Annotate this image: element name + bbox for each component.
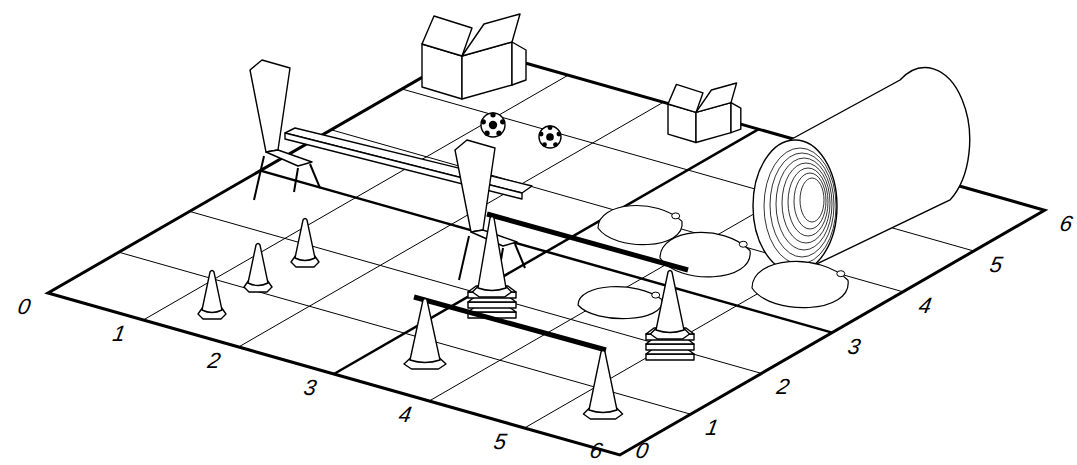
- grid-border: [48, 48, 1045, 455]
- chair-back: [455, 140, 495, 232]
- box-flap: [668, 84, 703, 112]
- traffic-cone: [583, 351, 622, 420]
- cone-body: [295, 219, 315, 261]
- ball-patch: [546, 133, 554, 141]
- bean-bag: [660, 232, 750, 276]
- cardboard-box: [668, 83, 741, 143]
- ball-patch: [490, 112, 495, 117]
- hurdle-bar: [487, 214, 688, 270]
- ball-patch: [481, 119, 486, 124]
- bench-plank: [285, 128, 532, 193]
- traffic-cone: [291, 219, 319, 268]
- bag-body: [660, 232, 750, 276]
- tunnel-ring: [788, 168, 828, 236]
- cone-plate-edge: [468, 302, 516, 308]
- tunnel-mouth: [753, 140, 837, 272]
- bag-tie: [652, 292, 660, 298]
- bag-tie: [837, 271, 845, 277]
- play-tunnel: [753, 68, 970, 272]
- cone-body: [410, 299, 440, 363]
- ball-patch: [496, 131, 501, 136]
- y-axis-number: 5: [988, 254, 1004, 276]
- bag-body: [598, 206, 682, 245]
- tunnel-ring: [764, 148, 836, 264]
- grid-line: [260, 171, 832, 333]
- x-axis-number: 1: [111, 323, 127, 345]
- ball-outline: [539, 126, 561, 148]
- chair-leg: [515, 244, 525, 268]
- tunnel-ring: [794, 173, 826, 229]
- chair-leg: [294, 168, 298, 192]
- cone-body: [478, 217, 506, 291]
- cone-body: [589, 351, 617, 413]
- y-axis-number: 3: [846, 336, 862, 358]
- ball-patch: [548, 125, 553, 130]
- ball-patch: [500, 119, 505, 124]
- chair-seat: [266, 150, 312, 166]
- y-axis-number: 0: [634, 440, 650, 462]
- x-axis-number: 0: [16, 296, 32, 318]
- floor-grid: [48, 48, 1045, 455]
- hurdle-bar: [414, 297, 606, 350]
- x-axis-number: 6: [588, 440, 604, 462]
- y-axis-number: 4: [917, 295, 933, 317]
- tunnel-ring: [776, 158, 832, 250]
- box-flap: [731, 103, 741, 133]
- box-flap: [512, 42, 526, 85]
- y-axis-number: 1: [705, 417, 721, 439]
- y-axis-number: 6: [1059, 213, 1075, 235]
- traffic-cone: [646, 271, 694, 361]
- bean-bag: [578, 287, 662, 319]
- x-axis-number: 2: [207, 350, 223, 372]
- cone-body: [248, 244, 268, 286]
- chair-leg: [459, 236, 469, 280]
- y-axis-number: 2: [775, 376, 791, 398]
- ball-patch: [484, 131, 489, 136]
- bean-bag: [752, 261, 848, 307]
- bag-body: [578, 287, 662, 319]
- bag-tie: [739, 241, 747, 247]
- ball-patch: [553, 142, 558, 147]
- soccer-ball: [481, 112, 506, 137]
- traffic-cone: [244, 244, 272, 293]
- chair-leg: [310, 164, 320, 188]
- bean-bag: [598, 206, 682, 245]
- ball-outline: [481, 113, 505, 137]
- x-axis-number: 3: [302, 377, 318, 399]
- chair-back: [250, 60, 290, 152]
- ball-patch: [556, 132, 561, 137]
- ball-patch: [539, 132, 544, 137]
- soccer-ball: [539, 125, 562, 148]
- cone-body: [202, 271, 222, 313]
- traffic-cone: [404, 299, 446, 370]
- x-axis-number: 4: [397, 404, 413, 426]
- ball-patch: [489, 121, 497, 129]
- tunnel-ring: [782, 163, 830, 243]
- cardboard-box: [422, 14, 526, 99]
- bag-tie: [672, 213, 680, 219]
- tunnel-ring: [800, 178, 824, 222]
- ball-patch: [542, 142, 547, 147]
- tunnel-ring: [770, 153, 834, 257]
- cone-plate-edge: [646, 344, 694, 350]
- traffic-cone: [468, 217, 516, 319]
- x-axis-number: 5: [492, 431, 508, 453]
- cone-body: [656, 271, 684, 333]
- box-flap: [422, 16, 472, 56]
- chair-leg: [254, 156, 264, 200]
- bag-body: [752, 261, 848, 307]
- cone-plate-edge: [646, 354, 694, 360]
- traffic-cone: [198, 271, 226, 320]
